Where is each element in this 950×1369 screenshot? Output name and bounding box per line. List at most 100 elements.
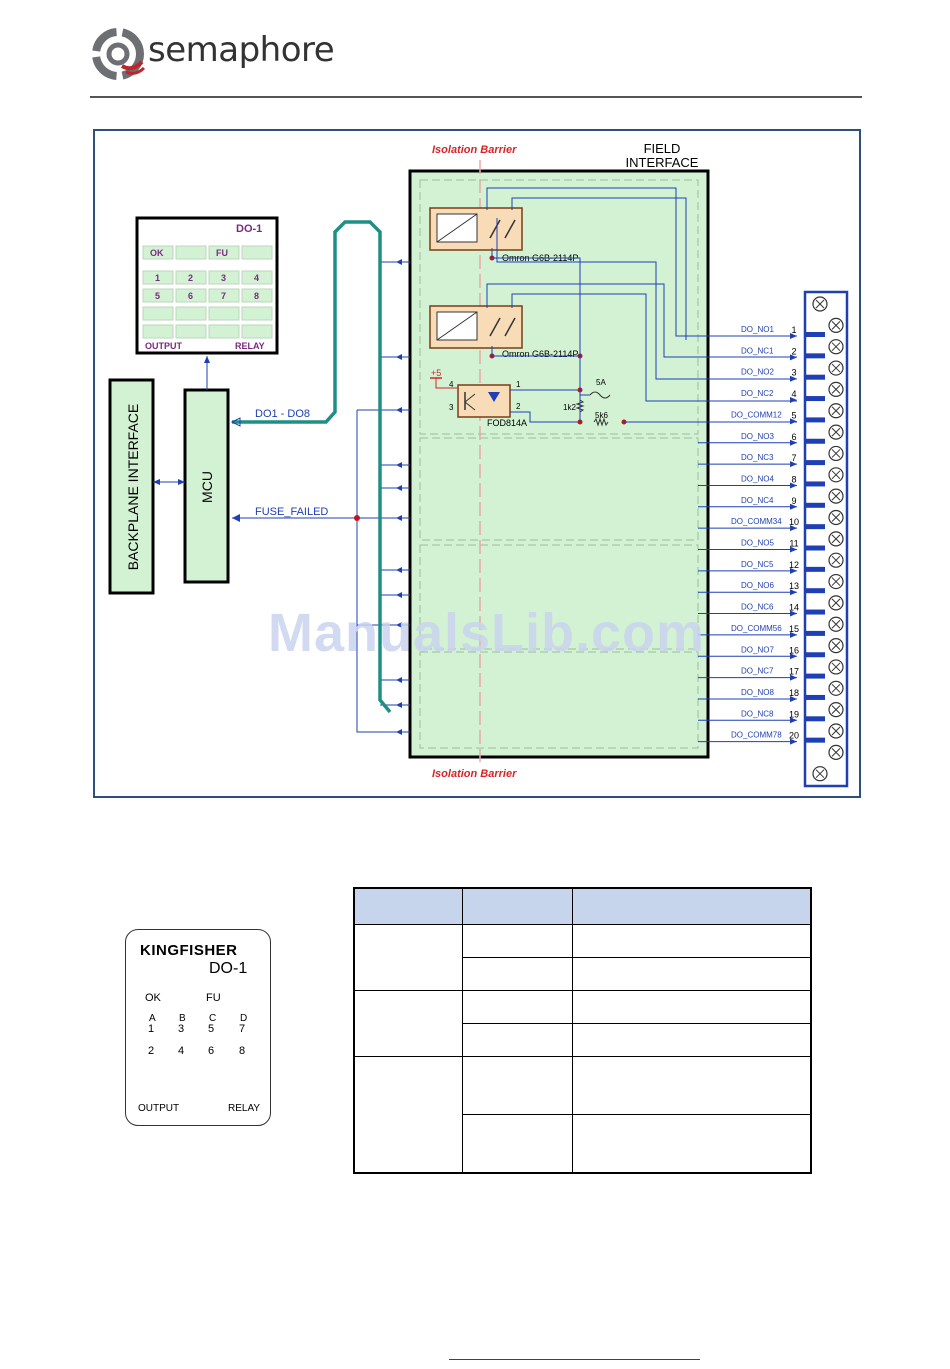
mcu-label: MCU: [199, 471, 215, 503]
do-bus-line: [232, 220, 392, 714]
front-panel: KINGFISHER DO-1 OK FU A B C D 1 3 5 7 2 …: [125, 929, 271, 1126]
terminal-number: 9: [791, 496, 796, 506]
terminal-label: DO_COMM56: [731, 624, 782, 633]
display-led-5: 5: [155, 291, 160, 301]
terminal-label: DO_NO2: [741, 368, 774, 377]
display-fu: FU: [216, 248, 228, 258]
relay-2-part-number: Omron G6B-2114P: [502, 349, 578, 359]
panel-led-4: 4: [178, 1045, 185, 1057]
semaphore-logo-icon: [92, 28, 146, 80]
terminal-screw-icon: [828, 403, 844, 419]
panel-led-5: 5: [208, 1023, 215, 1035]
terminal-screw-icon: [828, 381, 844, 397]
display-ok: OK: [150, 248, 164, 258]
display-output: OUTPUT: [145, 341, 183, 351]
terminal-label: DO_NO1: [741, 325, 774, 334]
panel-letter-a: A: [149, 1013, 156, 1024]
terminal-screw-icon: [828, 573, 844, 590]
mcu-block: [183, 388, 230, 584]
header-divider: [90, 96, 862, 98]
terminal-screw-icon: [828, 424, 844, 440]
opto-pin-3: 3: [449, 403, 454, 412]
bus-label: DO1 - DO8: [255, 408, 310, 420]
table-row: [354, 957, 812, 991]
terminal-number: 16: [789, 645, 799, 655]
display-led-8: 8: [254, 291, 259, 301]
terminal-number: 1: [791, 325, 796, 335]
terminal-screw-icon: [828, 360, 844, 376]
resistor-5k6-icon: [593, 417, 609, 427]
terminal-screw-icon: [828, 488, 844, 504]
panel-led-6: 6: [208, 1045, 215, 1057]
backplane-interface-block: [108, 378, 155, 595]
terminal-screw-icon: [828, 445, 844, 462]
supply-label: +5: [431, 368, 441, 378]
display-led-4: 4: [254, 273, 259, 283]
panel-led-8: 8: [239, 1045, 246, 1057]
channel-group-3: [419, 544, 699, 650]
isolation-barrier-bottom-label: Isolation Barrier: [432, 768, 517, 780]
terminal-screw-icon: [828, 317, 844, 333]
fuse-value: 5A: [596, 378, 606, 387]
display-led-1: 1: [155, 273, 160, 283]
terminal-number: 5: [791, 410, 796, 420]
terminal-number: 13: [789, 581, 799, 591]
panel-model: DO-1: [209, 960, 248, 977]
panel-relay: RELAY: [228, 1103, 261, 1114]
terminal-label: DO_NC3: [741, 453, 774, 462]
table-row: [353, 924, 812, 991]
led-status-table: [353, 887, 812, 1174]
opto-pin-1: 1: [516, 380, 521, 389]
terminal-screw-icon: [812, 766, 828, 782]
terminal-screw-icon: [828, 659, 844, 675]
panel-fu: FU: [206, 992, 221, 1004]
table-row: [354, 1023, 812, 1057]
terminal-screw-icon: [828, 595, 844, 611]
panel-led-7: 7: [239, 1023, 246, 1035]
terminal-label: DO_NO5: [741, 539, 774, 548]
terminal-label: DO_COMM12: [731, 410, 782, 419]
footer-link-underline[interactable]: [449, 1359, 700, 1360]
channel-group-1: [419, 179, 699, 435]
display-led-3: 3: [221, 273, 226, 283]
fuse-failed-label: FUSE_FAILED: [255, 506, 328, 518]
terminal-label: DO_NC8: [741, 709, 774, 718]
channel-group-4: [419, 651, 699, 749]
semaphore-logo: semaphore: [92, 26, 335, 82]
terminal-label: DO_COMM34: [731, 517, 782, 526]
panel-letter-b: B: [179, 1013, 186, 1024]
terminal-label: DO_COMM78: [731, 731, 782, 740]
terminal-screw-icon: [828, 552, 844, 568]
brand-name: semaphore: [148, 30, 335, 70]
terminal-number: 20: [789, 731, 799, 741]
display-led-6: 6: [188, 291, 193, 301]
terminal-number: 15: [789, 624, 799, 634]
terminal-screw-icon: [828, 723, 844, 739]
terminal-number: 14: [789, 603, 799, 613]
resistor-5k6-label: 5k6: [595, 411, 608, 420]
terminal-number: 3: [791, 368, 796, 378]
watermark: ManualsLib.com: [268, 603, 706, 663]
isolation-barrier-top-label: Isolation Barrier: [432, 144, 517, 156]
table-header-row: [353, 887, 812, 925]
terminal-screw-icon: [812, 296, 828, 312]
terminal-label: DO_NO7: [741, 645, 774, 654]
terminal-screw-icon: [828, 339, 844, 355]
backplane-label: BACKPLANE INTERFACE: [125, 404, 141, 571]
field-interface-label-line1: FIELD: [644, 141, 681, 156]
field-interface-label-line2: INTERFACE: [626, 155, 699, 170]
panel-brand: KINGFISHER: [140, 942, 238, 959]
table-row: [353, 1056, 812, 1173]
terminal-screw-icon: [828, 680, 844, 696]
panel-letter-d: D: [240, 1013, 248, 1024]
terminal-label: DO_NO6: [741, 581, 774, 590]
terminal-label: DO_NC1: [741, 346, 774, 355]
terminal-screw-icon: [828, 702, 844, 718]
terminal-number: 2: [791, 346, 796, 356]
optocoupler-led-icon: [488, 392, 500, 402]
resistor-1k2-label: 1k2: [563, 403, 576, 412]
display-led-7: 7: [221, 291, 226, 301]
optocoupler-part-number: FOD814A: [487, 418, 527, 428]
field-interface-board: [408, 169, 710, 759]
terminal-label: DO_NO3: [741, 432, 774, 441]
